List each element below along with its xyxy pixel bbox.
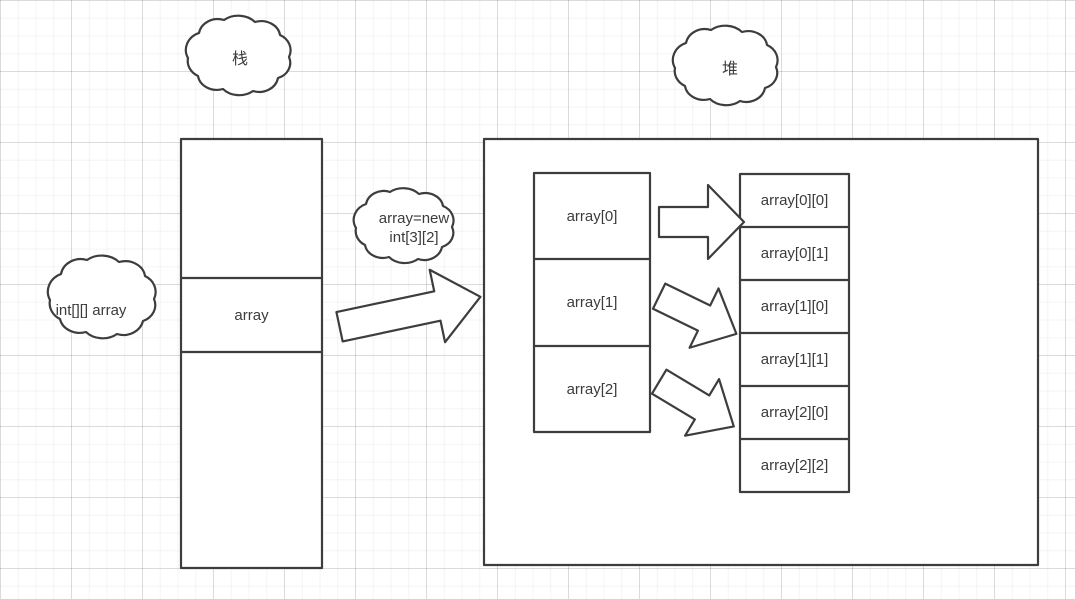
cloud-heap-shape bbox=[671, 24, 779, 107]
arrow-array0-shape bbox=[657, 183, 746, 261]
cloud-declaration-shape bbox=[46, 254, 157, 340]
stack-frame-outline bbox=[179, 137, 324, 570]
inner-elements-outline bbox=[738, 172, 851, 494]
outer-array-outline bbox=[532, 171, 652, 434]
arrow-array1-shape bbox=[651, 282, 738, 349]
arrow-stack-to-heap-shape bbox=[335, 268, 482, 344]
cloud-stack-shape bbox=[184, 14, 292, 97]
cloud-allocation-shape bbox=[352, 187, 455, 265]
arrow-array2-shape bbox=[650, 368, 735, 437]
